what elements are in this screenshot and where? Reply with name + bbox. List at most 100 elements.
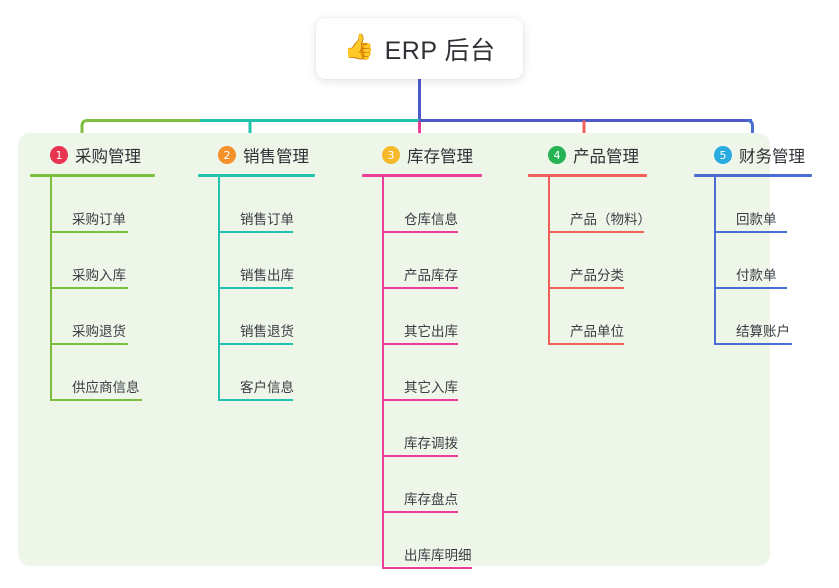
branch-underline: [694, 174, 812, 177]
branch-item-label: 销售订单: [240, 212, 294, 227]
branch-item[interactable]: 采购退货: [50, 289, 155, 345]
branch-item-label: 结算账户: [736, 324, 790, 339]
branch-item-label: 仓库信息: [404, 212, 458, 227]
branch-item-underline: [382, 231, 458, 233]
branch-item-underline: [714, 343, 792, 345]
branch-item-underline: [50, 287, 128, 289]
branch-spine: [548, 177, 550, 345]
branch-item-underline: [218, 231, 293, 233]
branch-number-badge: 2: [218, 146, 236, 164]
branch-item[interactable]: 结算账户: [714, 289, 812, 345]
branch-column-4: 4 产品管理产品（物料） 产品分类产品单位: [528, 142, 651, 345]
branch-item-label: 回款单: [736, 212, 777, 227]
branch-item-underline: [382, 343, 458, 345]
branch-item-label: 供应商信息: [72, 380, 140, 395]
branch-item-underline: [548, 231, 644, 233]
branch-item[interactable]: 回款单: [714, 177, 812, 233]
branch-item-label: 产品（物料）: [570, 212, 651, 227]
branch-spine: [218, 177, 220, 401]
branch-title: 财务管理: [739, 148, 805, 166]
branch-header-5[interactable]: 5 财务管理: [694, 142, 812, 168]
branch-item-label: 采购订单: [72, 212, 126, 227]
branch-item[interactable]: 出库库明细: [382, 513, 482, 569]
branch-spine: [382, 177, 384, 569]
branch-item-label: 库存盘点: [404, 492, 458, 507]
branch-item[interactable]: 付款单: [714, 233, 812, 289]
branch-item[interactable]: 其它出库: [382, 289, 482, 345]
branch-item[interactable]: 采购入库: [50, 233, 155, 289]
branch-items: 销售订单销售出库销售退货客户信息: [218, 177, 315, 401]
branch-spine: [50, 177, 52, 401]
branch-item-underline: [382, 399, 458, 401]
branch-item[interactable]: 客户信息: [218, 345, 315, 401]
branch-item-label: 库存调拨: [404, 436, 458, 451]
branch-number-badge: 4: [548, 146, 566, 164]
branch-item[interactable]: 销售订单: [218, 177, 315, 233]
branch-header-1[interactable]: 1 采购管理: [30, 142, 155, 168]
branch-title: 产品管理: [573, 148, 639, 166]
branch-underline: [30, 174, 155, 177]
branch-item[interactable]: 仓库信息: [382, 177, 482, 233]
thumbs-up-icon: 👍: [343, 33, 375, 61]
branch-item[interactable]: 销售退货: [218, 289, 315, 345]
branch-items: 产品（物料） 产品分类产品单位: [548, 177, 651, 345]
branch-title: 采购管理: [75, 148, 141, 166]
branch-item[interactable]: 库存盘点: [382, 457, 482, 513]
branch-item-label: 客户信息: [240, 380, 294, 395]
branch-item-label: 产品库存: [404, 268, 458, 283]
branch-item-underline: [50, 343, 128, 345]
branch-item-underline: [548, 287, 624, 289]
branch-item-underline: [714, 231, 787, 233]
branch-item[interactable]: 销售出库: [218, 233, 315, 289]
branch-item[interactable]: 产品库存: [382, 233, 482, 289]
branch-item[interactable]: 其它入库: [382, 345, 482, 401]
branch-title: 销售管理: [243, 148, 309, 166]
branch-item-label: 其它出库: [404, 324, 458, 339]
branch-item-label: 出库库明细: [404, 548, 472, 563]
branch-item-underline: [50, 231, 128, 233]
branch-header-4[interactable]: 4 产品管理: [528, 142, 651, 168]
branch-title: 库存管理: [407, 148, 473, 166]
branch-item-underline: [714, 287, 787, 289]
branch-item-label: 付款单: [736, 268, 777, 283]
branches-panel: [18, 133, 770, 566]
branch-item-underline: [382, 287, 458, 289]
branch-item[interactable]: 产品分类: [548, 233, 651, 289]
branch-item-underline: [382, 455, 458, 457]
branch-item-underline: [218, 399, 293, 401]
branch-item[interactable]: 产品（物料）: [548, 177, 651, 233]
branch-items: 仓库信息产品库存其它出库其它入库库存调拨库存盘点出库库明细: [382, 177, 482, 569]
branch-item-label: 采购退货: [72, 324, 126, 339]
branch-column-1: 1 采购管理采购订单采购入库采购退货供应商信息: [30, 142, 155, 401]
branch-number-badge: 1: [50, 146, 68, 164]
branch-item-underline: [382, 567, 472, 569]
root-node[interactable]: 👍 ERP 后台: [316, 18, 523, 79]
branch-item[interactable]: 供应商信息: [50, 345, 155, 401]
branch-number-badge: 3: [382, 146, 400, 164]
branch-column-3: 3 库存管理仓库信息产品库存其它出库其它入库库存调拨库存盘点出库库明细: [362, 142, 482, 569]
branch-item-label: 采购入库: [72, 268, 126, 283]
branch-item-label: 销售退货: [240, 324, 294, 339]
branch-item[interactable]: 产品单位: [548, 289, 651, 345]
branch-header-2[interactable]: 2 销售管理: [198, 142, 315, 168]
branch-column-5: 5 财务管理回款单付款单结算账户: [694, 142, 812, 345]
branch-item-label: 产品单位: [570, 324, 624, 339]
branch-item-underline: [548, 343, 624, 345]
branch-header-3[interactable]: 3 库存管理: [362, 142, 482, 168]
branch-item[interactable]: 采购订单: [50, 177, 155, 233]
branch-items: 回款单付款单结算账户: [714, 177, 812, 345]
branch-number-badge: 5: [714, 146, 732, 164]
branch-underline: [198, 174, 315, 177]
branch-item-underline: [50, 399, 142, 401]
branch-item-underline: [218, 343, 293, 345]
branch-item-label: 其它入库: [404, 380, 458, 395]
branch-spine: [714, 177, 716, 345]
branch-column-2: 2 销售管理销售订单销售出库销售退货客户信息: [198, 142, 315, 401]
branch-item-underline: [218, 287, 293, 289]
root-title: ERP 后台: [384, 36, 496, 65]
branch-item[interactable]: 库存调拨: [382, 401, 482, 457]
branch-item-underline: [382, 511, 458, 513]
branch-items: 采购订单采购入库采购退货供应商信息: [50, 177, 155, 401]
branch-underline: [362, 174, 482, 177]
branch-underline: [528, 174, 647, 177]
